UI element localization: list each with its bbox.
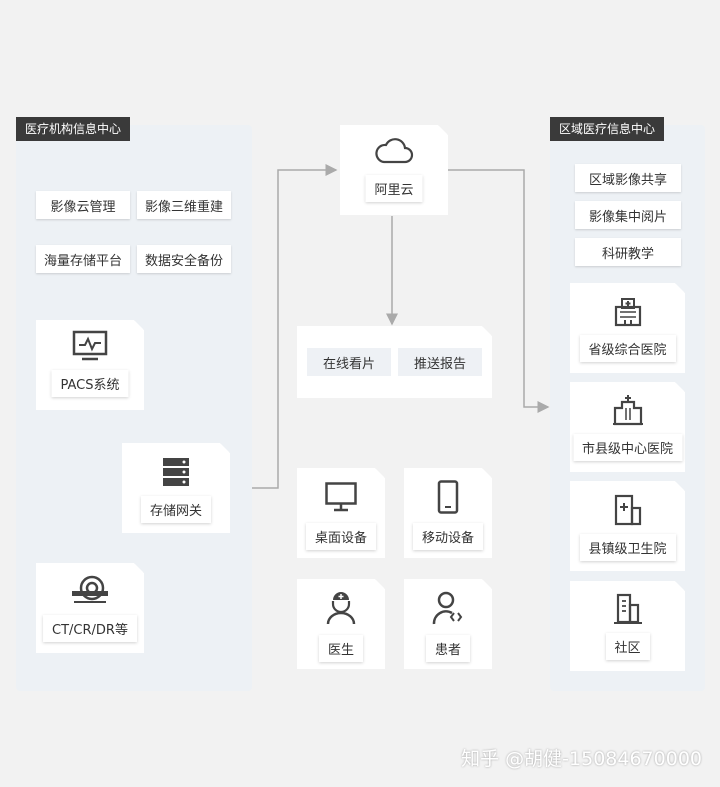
cloud-to-region-arrow <box>448 169 550 413</box>
chip-research-teaching: 科研教学 <box>575 238 681 266</box>
pacs-label: PACS系统 <box>51 370 128 397</box>
doctor-card: 医生 <box>297 579 385 669</box>
patient-card: 患者 <box>404 579 492 669</box>
chip-cloud-management: 影像云管理 <box>36 191 130 219</box>
city-hospital-card: 市县级中心医院 <box>570 382 685 472</box>
chip-mass-storage: 海量存储平台 <box>36 245 130 273</box>
cloud-icon <box>374 137 414 165</box>
doctor-label: 医生 <box>319 635 363 662</box>
community-card: 社区 <box>570 581 685 671</box>
doctor-icon <box>326 591 356 625</box>
town-clinic-card: 县镇级卫生院 <box>570 481 685 571</box>
mobile-card: 移动设备 <box>404 468 492 558</box>
desktop-icon <box>325 482 357 512</box>
left-panel-title: 医疗机构信息中心 <box>16 117 131 141</box>
ct-label: CT/CR/DR等 <box>43 615 137 642</box>
mobile-phone-icon <box>437 480 459 514</box>
provincial-hospital-label: 省级综合医院 <box>579 335 675 362</box>
city-hospital-label: 市县级中心医院 <box>573 434 682 461</box>
ct-scanner-icon <box>70 575 110 605</box>
community-label: 社区 <box>605 633 649 660</box>
view-report-card: 在线看片 推送报告 <box>297 326 492 398</box>
desktop-label: 桌面设备 <box>306 523 376 550</box>
right-panel-title: 区域医疗信息中心 <box>550 117 665 141</box>
ct-card: CT/CR/DR等 <box>36 563 144 653</box>
patient-label: 患者 <box>426 635 470 662</box>
chip-data-backup: 数据安全备份 <box>137 245 231 273</box>
server-icon <box>162 457 190 487</box>
chip-region-image-share: 区域影像共享 <box>575 164 681 192</box>
gateway-to-cloud-arrow <box>232 164 338 489</box>
pacs-card: PACS系统 <box>36 320 144 410</box>
chip-3d-reconstruction: 影像三维重建 <box>137 191 231 219</box>
cloud-card: 阿里云 <box>340 125 448 215</box>
push-report-chip: 推送报告 <box>398 348 482 376</box>
building-cross-icon <box>613 394 643 426</box>
monitor-wave-icon <box>72 330 108 362</box>
cloud-label: 阿里云 <box>365 175 422 202</box>
gateway-label: 存储网关 <box>141 496 211 523</box>
community-building-icon <box>613 593 643 625</box>
watermark: 知乎 @胡健-15084670000 <box>461 748 702 770</box>
provincial-hospital-card: 省级综合医院 <box>570 283 685 373</box>
town-clinic-label: 县镇级卫生院 <box>579 534 675 561</box>
mobile-label: 移动设备 <box>413 523 483 550</box>
patient-icon <box>432 591 464 625</box>
clinic-icon <box>614 494 642 526</box>
gateway-card: 存储网关 <box>122 443 230 533</box>
hospital-icon <box>614 297 642 327</box>
online-view-chip: 在线看片 <box>307 348 391 376</box>
chip-central-reading: 影像集中阅片 <box>575 201 681 229</box>
desktop-card: 桌面设备 <box>297 468 385 558</box>
